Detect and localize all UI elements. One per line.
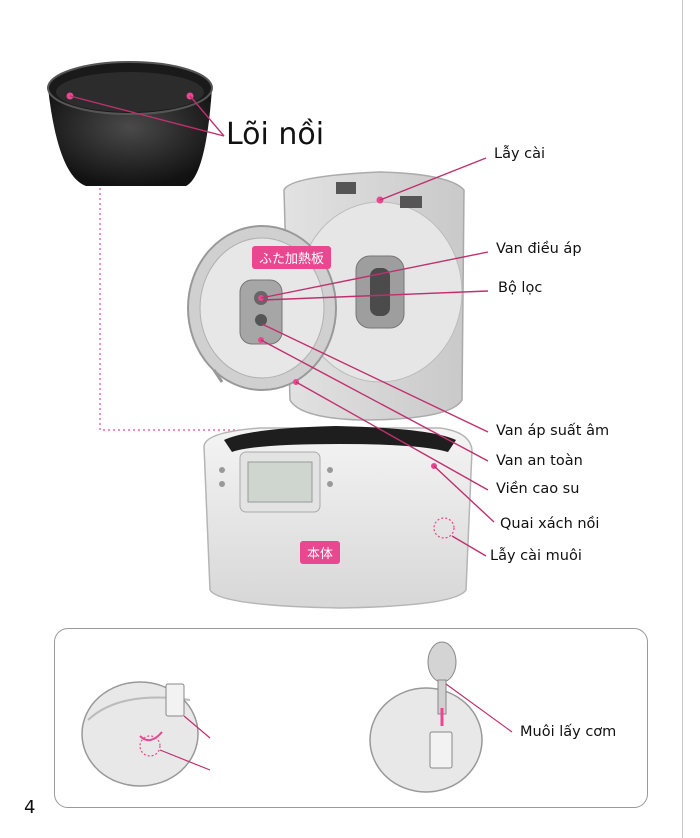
cooker-body: [203, 426, 473, 609]
pressure-valve-label: Van điều áp: [496, 241, 582, 257]
page-number: 4: [24, 797, 36, 818]
page-edge-rule: [682, 0, 683, 838]
low-pressure-valve-label: Van áp suất âm: [496, 423, 610, 439]
filter-label: Bộ lọc: [498, 280, 543, 296]
pot-placement-guide: [99, 188, 341, 444]
inset-spatula-illustration: [369, 641, 513, 793]
handle-label: Quai xách nồi: [500, 516, 600, 532]
safety-valve-label: Van an toàn: [496, 453, 583, 469]
spatula-holder-label: Lẫy cài muôi: [490, 548, 582, 564]
inner-pot-label: Lõi nồi: [226, 117, 325, 152]
leader-lines: [69, 95, 495, 557]
spatula-inset-box: [54, 628, 648, 808]
lid-latch-label: Lẫy cài: [494, 146, 546, 162]
rubber-gasket-label: Viền cao su: [496, 481, 580, 497]
lid-plate-tag: ふた加熱板: [252, 246, 332, 269]
body-tag: 本体: [300, 541, 341, 564]
inner-pot: [47, 61, 213, 186]
rice-spatula-label: Muôi lấy cơm: [520, 724, 617, 740]
open-lid: [283, 171, 465, 421]
inset-spatula-holder-illustration: [81, 681, 211, 787]
